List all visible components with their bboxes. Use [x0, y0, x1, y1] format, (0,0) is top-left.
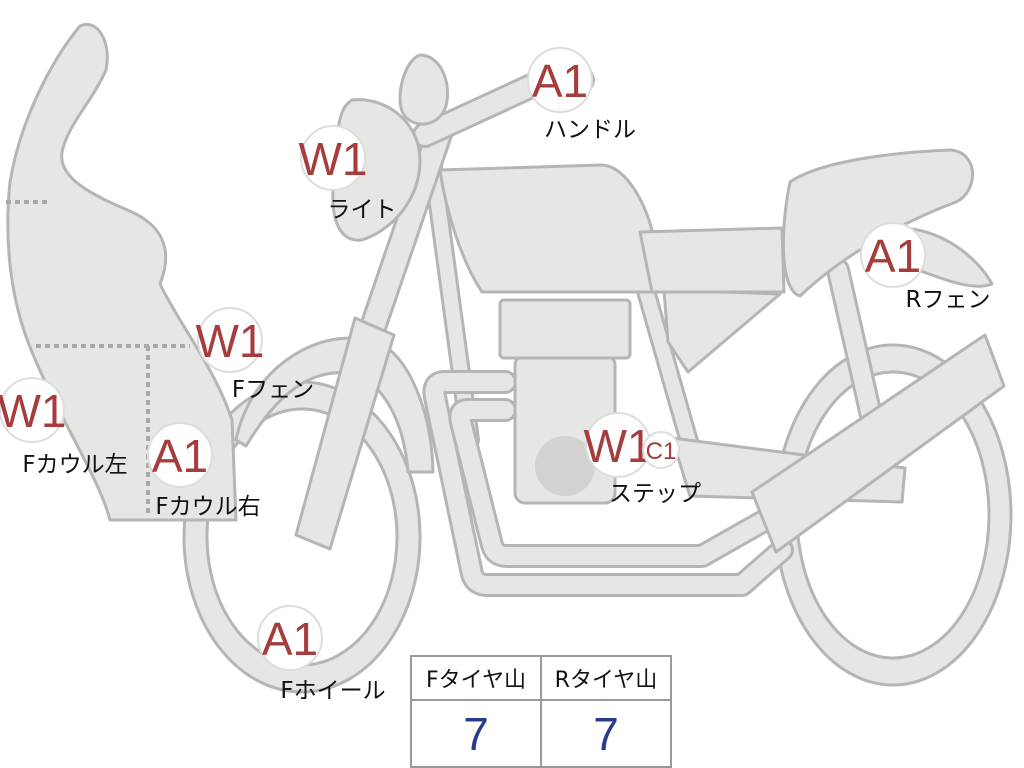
- tire-tread-table: Fタイヤ山 Rタイヤ山 7 7: [410, 655, 672, 768]
- front-tire-tread-header: Fタイヤ山: [410, 655, 542, 701]
- damage-code: W1: [299, 133, 368, 185]
- part-label: Fホイール: [280, 678, 385, 704]
- side-panel: [662, 288, 782, 374]
- damage-code: A1: [152, 430, 208, 482]
- damage-marker-step: W1 C1 ステップ: [584, 412, 701, 507]
- damage-marker-f-cowl-left: W1 Fカウル左: [0, 377, 128, 478]
- damage-marker-f-wheel: A1 Fホイール: [257, 605, 386, 704]
- muffler: [750, 333, 1006, 554]
- front-tire-tread-value: 7: [410, 699, 542, 768]
- damage-code: A1: [532, 55, 588, 107]
- part-label: ライト: [328, 197, 397, 223]
- damage-code: W1: [0, 385, 67, 437]
- part-label: Fフェン: [232, 377, 314, 403]
- rear-cowl: [781, 148, 974, 298]
- damage-code: A1: [865, 230, 921, 282]
- fuel-tank: [438, 163, 658, 294]
- engine: [498, 298, 632, 505]
- damage-marker-f-cowl-right: A1 Fカウル右: [147, 422, 261, 520]
- damage-marker-f-fender: W1 Fフェン: [196, 307, 314, 403]
- rear-wheel: [773, 343, 1013, 687]
- damage-marker-handle: A1 ハンドル: [527, 47, 636, 143]
- damage-code: A1: [262, 613, 318, 665]
- front-fork: [294, 111, 456, 551]
- part-label: Rフェン: [906, 287, 991, 313]
- damage-code-secondary: C1: [646, 438, 677, 465]
- part-label: Fカウル左: [22, 452, 127, 478]
- rear-tire-tread-header: Rタイヤ山: [540, 655, 672, 701]
- damage-marker-light: W1 ライト: [299, 125, 397, 223]
- part-label: ステップ: [609, 481, 701, 507]
- part-label: ハンドル: [544, 117, 636, 143]
- table-header-row: Fタイヤ山 Rタイヤ山: [410, 655, 672, 701]
- rear-tire-tread-value: 7: [540, 699, 672, 768]
- table-row: 7 7: [410, 699, 672, 768]
- damage-code: W1: [584, 420, 653, 472]
- exhaust-pipe: [422, 370, 794, 597]
- damage-marker-r-fender: A1 Rフェン: [860, 222, 991, 313]
- part-label: Fカウル右: [155, 494, 260, 520]
- seat: [638, 226, 786, 294]
- damage-code: W1: [196, 315, 265, 367]
